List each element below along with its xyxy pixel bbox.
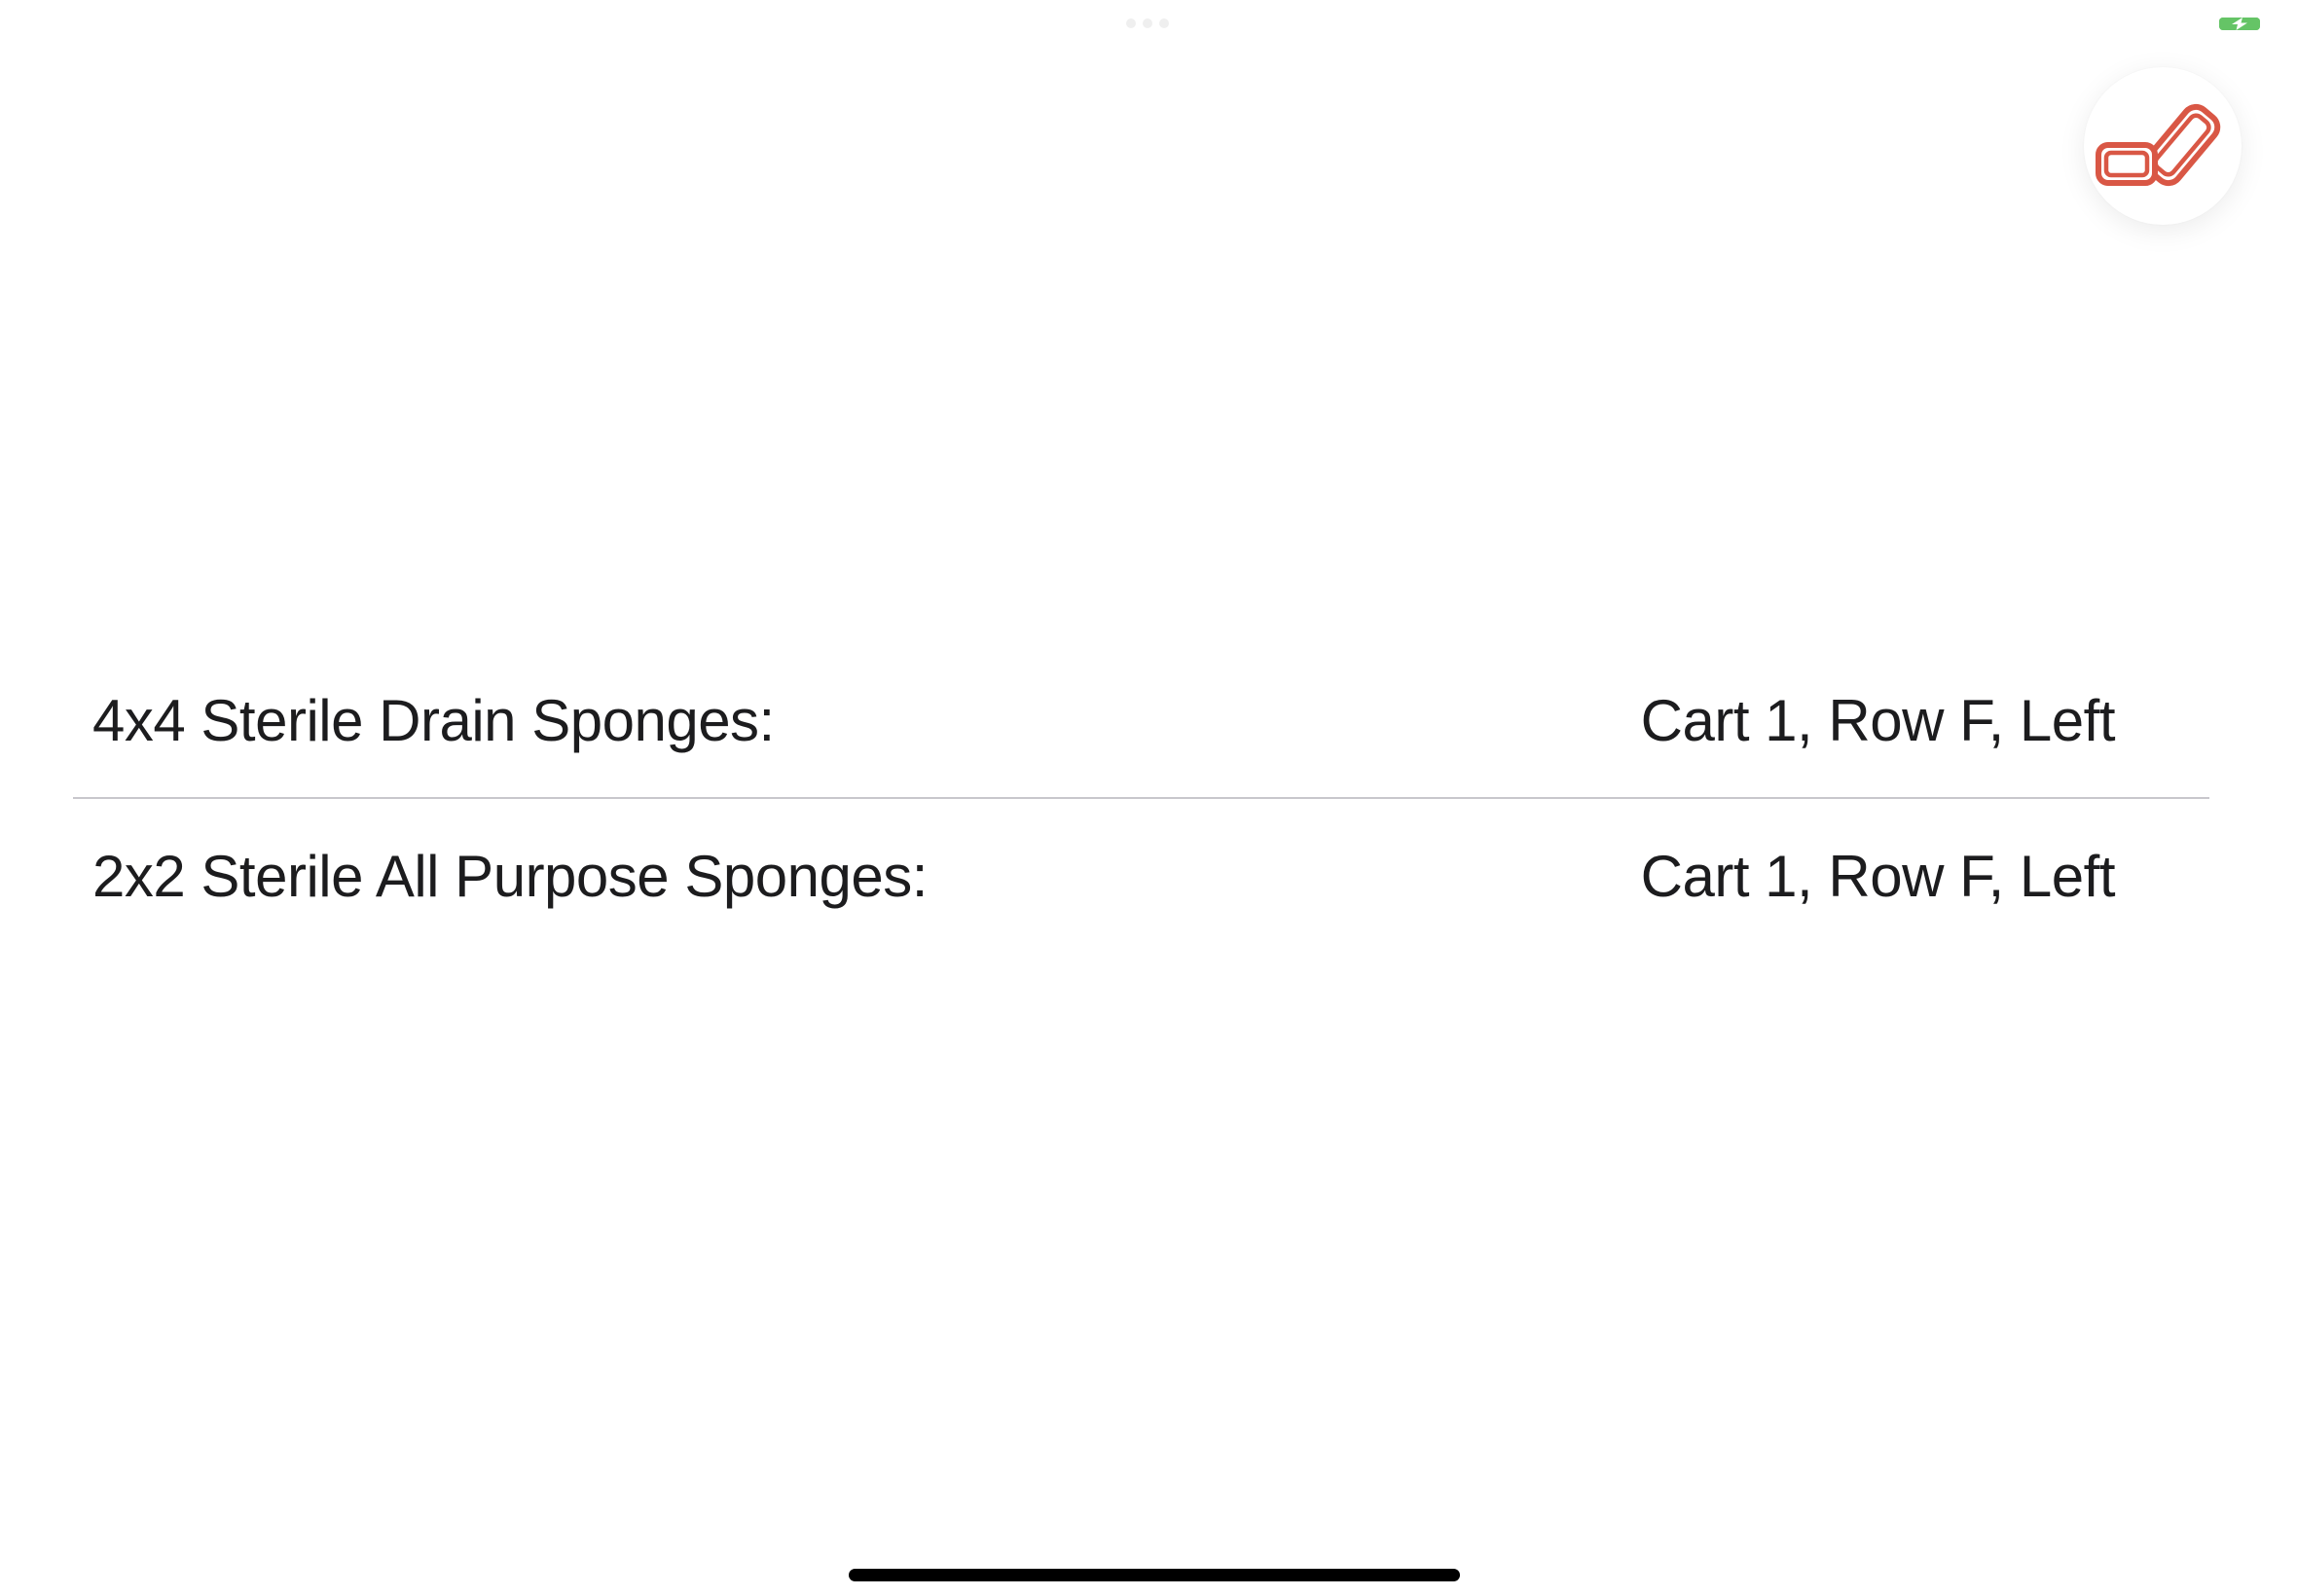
two-sponges-icon [2096, 103, 2221, 187]
list-item-2x2-sterile-all-purpose-sponges[interactable]: 2x2 Sterile All Purpose Sponges: Cart 1,… [0, 798, 2297, 954]
sponges-button[interactable] [2084, 67, 2242, 225]
battery-charging-icon [2219, 18, 2260, 30]
row-divider [73, 797, 2209, 799]
ellipsis-dot [1143, 18, 1152, 28]
item-label: 4x4 Sterile Drain Sponges: [92, 687, 775, 753]
item-location: Cart 1, Row F, Left [1640, 687, 2116, 753]
item-label: 2x2 Sterile All Purpose Sponges: [92, 843, 928, 909]
ellipsis-dot [1126, 18, 1136, 28]
inventory-list: 4x4 Sterile Drain Sponges: Cart 1, Row F… [0, 642, 2297, 954]
ellipsis-dot [1159, 18, 1169, 28]
lightning-bolt-icon [2232, 18, 2247, 30]
item-location: Cart 1, Row F, Left [1640, 843, 2116, 909]
home-indicator[interactable] [849, 1569, 1460, 1581]
list-item-4x4-sterile-drain-sponges[interactable]: 4x4 Sterile Drain Sponges: Cart 1, Row F… [0, 642, 2297, 798]
multitasking-menu-icon[interactable] [1126, 18, 1169, 28]
